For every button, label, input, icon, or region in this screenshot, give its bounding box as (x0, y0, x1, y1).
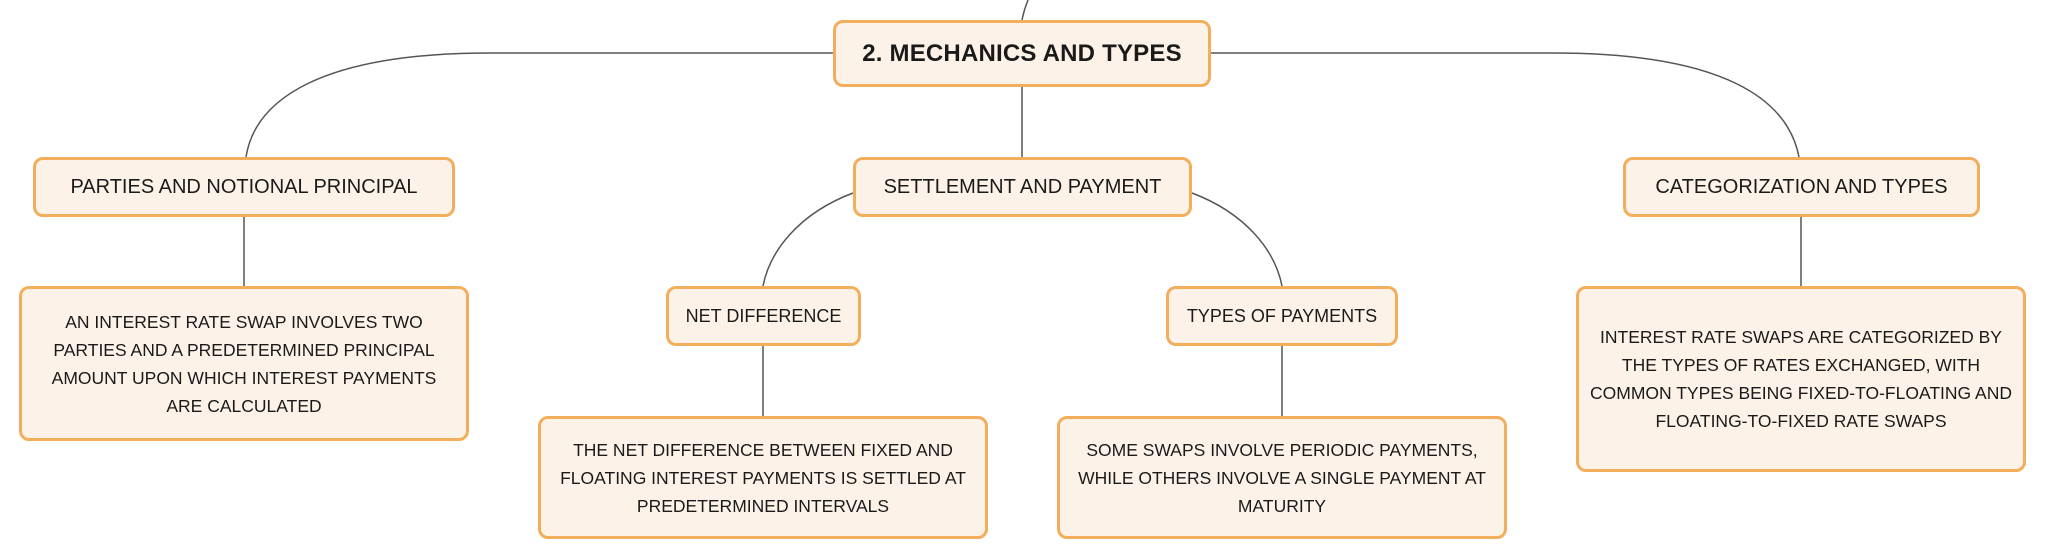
branch-parties-node[interactable]: PARTIES AND NOTIONAL PRINCIPAL (33, 157, 455, 217)
categorization-detail-node[interactable]: INTEREST RATE SWAPS ARE CATEGORIZED BY T… (1576, 286, 2026, 472)
branch-settlement-node[interactable]: SETTLEMENT AND PAYMENT (853, 157, 1192, 217)
connector-settlement-net (762, 192, 854, 287)
net-difference-label: NET DIFFERENCE (685, 305, 842, 326)
parties-detail-node[interactable]: AN INTEREST RATE SWAP INVOLVES TWO PARTI… (19, 286, 469, 441)
net-difference-node[interactable]: NET DIFFERENCE (666, 286, 861, 346)
root-node-label: 2. MECHANICS AND TYPES (862, 39, 1182, 67)
parties-detail-text: AN INTEREST RATE SWAP INVOLVES TWO PARTI… (51, 311, 437, 416)
categorization-detail-text: INTEREST RATE SWAPS ARE CATEGORIZED BY T… (1590, 327, 2012, 431)
connector-settlement-types (1191, 192, 1283, 287)
connector-root-categorization (1211, 52, 1800, 158)
root-node[interactable]: 2. MECHANICS AND TYPES (833, 20, 1211, 87)
connector-parent-root (1021, 0, 1029, 21)
net-difference-detail-node[interactable]: THE NET DIFFERENCE BETWEEN FIXED AND FLO… (538, 416, 988, 539)
types-of-payments-label: TYPES OF PAYMENTS (1186, 305, 1378, 326)
connector-root-parties (245, 52, 833, 158)
branch-settlement-label: SETTLEMENT AND PAYMENT (883, 175, 1162, 198)
branch-categorization-label: CATEGORIZATION AND TYPES (1655, 175, 1948, 198)
branch-parties-label: PARTIES AND NOTIONAL PRINCIPAL (70, 175, 418, 198)
types-of-payments-detail-node[interactable]: SOME SWAPS INVOLVE PERIODIC PAYMENTS, WH… (1057, 416, 1507, 539)
branch-categorization-node[interactable]: CATEGORIZATION AND TYPES (1623, 157, 1980, 217)
types-of-payments-detail-text: SOME SWAPS INVOLVE PERIODIC PAYMENTS, WH… (1078, 439, 1486, 516)
types-of-payments-node[interactable]: TYPES OF PAYMENTS (1166, 286, 1398, 346)
net-difference-detail-text: THE NET DIFFERENCE BETWEEN FIXED AND FLO… (560, 439, 966, 516)
